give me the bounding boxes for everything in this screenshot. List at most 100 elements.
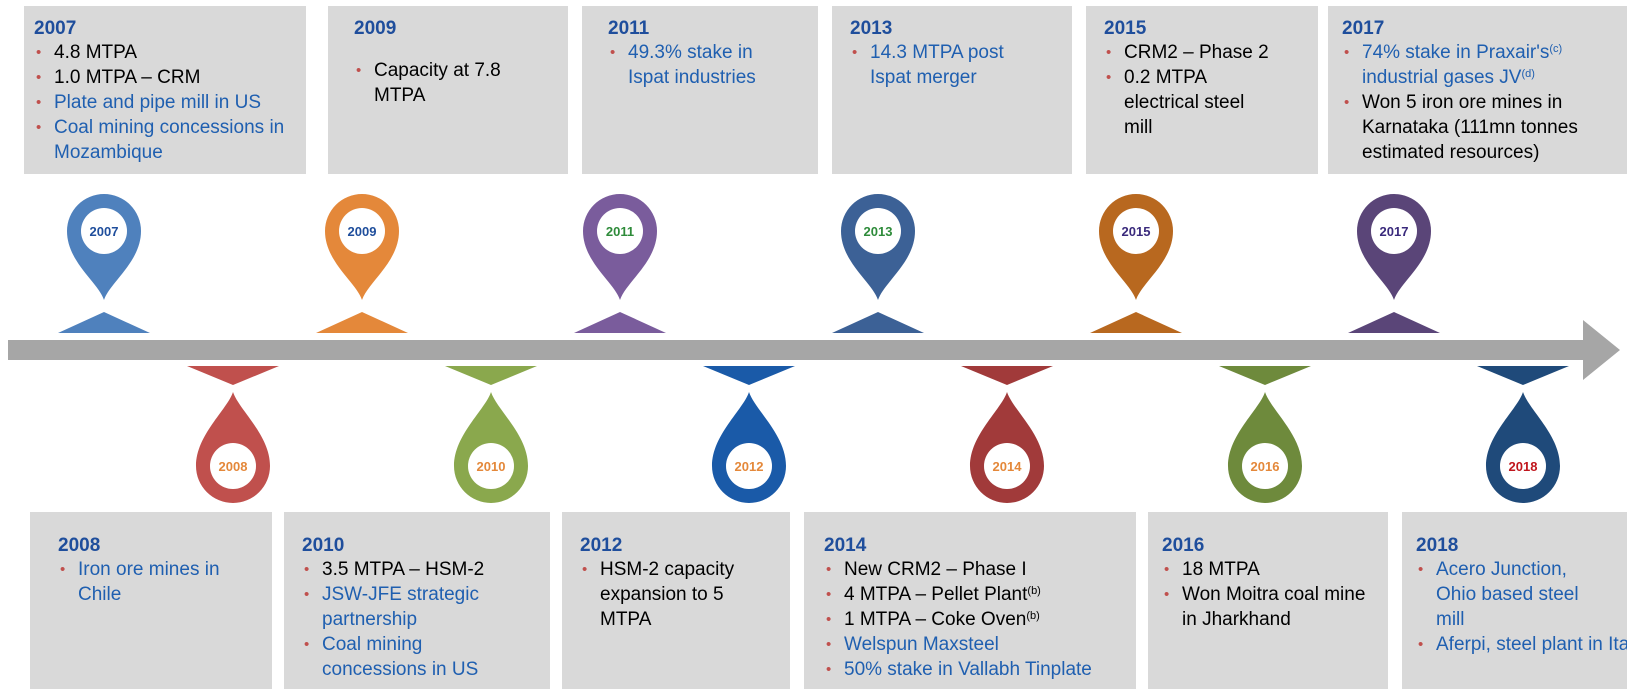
list-item: •Iron ore mines in Chile — [58, 557, 228, 607]
event-year: 2012 — [580, 535, 623, 556]
pin-base — [1219, 366, 1311, 385]
bullet-icon: • — [304, 636, 310, 653]
bullet-icon: • — [826, 586, 832, 603]
pin-year-label: 2016 — [1251, 459, 1280, 474]
pin-2010: 2010 — [445, 366, 537, 503]
event-list: •14.3 MTPA post Ispat merger — [850, 40, 1040, 90]
pin-2009: 2009 — [316, 194, 408, 333]
pin-2016: 2016 — [1219, 366, 1311, 503]
event-year: 2015 — [1104, 18, 1147, 39]
event-list: •3.5 MTPA – HSM-2 •JSW-JFE strategic par… — [302, 557, 532, 682]
pin-2013: 2013 — [832, 194, 924, 333]
event-year: 2009 — [354, 18, 397, 39]
item-text: Won Moitra coal mine in Jharkhand — [1182, 584, 1366, 630]
event-list: •CRM2 – Phase 2 • 0.2 MTPA electrical ste… — [1104, 40, 1289, 140]
bullet-icon: • — [582, 561, 588, 578]
item-text: 0.2 MTPA electrical steel mill — [1124, 67, 1245, 138]
pin-base — [574, 312, 666, 333]
item-text: 49.3% stake in Ispat industries — [628, 42, 756, 88]
item-text: Plate and pipe mill in US — [54, 92, 261, 113]
item-text: 4.8 MTPA — [54, 42, 138, 63]
footnote-marker: (b) — [1027, 585, 1041, 597]
pin-year-label: 2013 — [864, 224, 893, 239]
list-item: •JSW-JFE strategic partnership — [302, 582, 532, 632]
list-item: •Capacity at 7.8 MTPA — [354, 58, 534, 108]
list-item: •3.5 MTPA – HSM-2 — [302, 557, 532, 582]
footnote-marker: (d) — [1521, 68, 1535, 80]
bullet-icon: • — [1164, 561, 1170, 578]
event-list: • Acero Junction, Ohio based steel mill •… — [1416, 557, 1627, 657]
list-item: • New CRM2 – Phase I — [824, 557, 1134, 582]
pin-year-label: 2011 — [606, 224, 634, 239]
bullet-icon: • — [1418, 561, 1424, 578]
event-box-2017: 2017 •74% stake in Praxair's(c) industri… — [1328, 6, 1627, 174]
event-box-2007: 2007 •4.8 MTPA •1.0 MTPA – CRM •Plate an… — [24, 6, 306, 174]
pin-base — [961, 366, 1053, 385]
pin-center — [1371, 208, 1417, 254]
timeline-arrow — [8, 320, 1620, 380]
event-box-2016: 2016 • 18 MTPA • Won Moitra coal mine in J… — [1148, 512, 1388, 689]
event-list: •74% stake in Praxair's(c) industrial ga… — [1342, 40, 1622, 165]
bullet-icon: • — [60, 561, 66, 578]
bullet-icon: • — [826, 611, 832, 628]
item-text: Welspun Maxsteel — [844, 634, 999, 655]
item-text: JSW-JFE strategic partnership — [322, 584, 479, 630]
list-item: •Won 5 iron ore mines in Karnataka (111m… — [1342, 90, 1627, 165]
pin-center — [210, 443, 256, 489]
item-text: CRM2 – Phase 2 — [1124, 42, 1269, 63]
footnote-marker: (b) — [1026, 610, 1040, 622]
event-list: •New CRM2 – Phase I •4 MTPA – Pellet Pla… — [824, 557, 1134, 682]
list-item: • 49.3% stake in Ispat industries — [608, 40, 788, 90]
bullet-icon: • — [1164, 586, 1170, 603]
item-text: New CRM2 – Phase I — [844, 559, 1027, 580]
item-text: Acero Junction, Ohio based steel mill — [1436, 559, 1579, 630]
pin-base — [445, 366, 537, 385]
event-year: 2016 — [1162, 535, 1205, 556]
event-year: 2008 — [58, 535, 101, 556]
event-box-2015: 2015 •CRM2 – Phase 2 • 0.2 MTPA electrica… — [1086, 6, 1318, 174]
list-item: • 18 MTPA — [1162, 557, 1382, 582]
event-year: 2018 — [1416, 535, 1459, 556]
list-item: •Welspun Maxsteel — [824, 632, 1134, 657]
event-box-2018: 2018 • Acero Junction, Ohio based steel m… — [1402, 512, 1627, 689]
pin-year-label: 2009 — [348, 224, 377, 239]
item-text: Coal mining concessions in Mozambique — [54, 117, 285, 163]
pin-center — [855, 208, 901, 254]
event-box-2014: 2014 •New CRM2 – Phase I •4 MTPA – Pelle… — [804, 512, 1136, 689]
bullet-icon: • — [826, 661, 832, 678]
bullet-icon: • — [36, 94, 42, 111]
bullet-icon: • — [1106, 69, 1112, 86]
pin-center — [339, 208, 385, 254]
item-text-continued: industrial gases JV — [1362, 67, 1522, 88]
pin-2015: 2015 — [1090, 194, 1182, 333]
pin-base — [1477, 366, 1569, 385]
list-item: •4.8 MTPA — [34, 40, 304, 65]
list-item: •1.0 MTPA – CRM — [34, 65, 304, 90]
bullet-icon: • — [826, 561, 832, 578]
pin-year-label: 2014 — [993, 459, 1023, 474]
list-item: •Coal mining concessions in US — [302, 632, 512, 682]
bullet-icon: • — [36, 69, 42, 86]
event-box-2011: 2011 •49.3% stake in Ispat industries — [582, 6, 818, 174]
item-text: 14.3 MTPA post Ispat merger — [870, 42, 1004, 88]
footnote-marker: (c) — [1549, 43, 1563, 55]
list-item: •CRM2 – Phase 2 — [1104, 40, 1289, 65]
event-list: • HSM-2 capacity expansion to 5 MTPA — [580, 557, 770, 632]
item-text: 1 MTPA – Coke Oven — [844, 609, 1027, 630]
bullet-icon: • — [1344, 94, 1350, 111]
list-item: • 0.2 MTPA electrical steel mill — [1104, 65, 1274, 140]
event-list: •4.8 MTPA •1.0 MTPA – CRM •Plate and pip… — [34, 40, 304, 165]
item-text: 18 MTPA — [1182, 559, 1260, 580]
bullet-icon: • — [304, 561, 310, 578]
bullet-icon: • — [36, 119, 42, 136]
event-year: 2017 — [1342, 18, 1385, 39]
item-text: Aferpi, steel plant in Italy — [1436, 634, 1627, 655]
item-text: HSM-2 capacity expansion to 5 MTPA — [600, 559, 735, 630]
pin-base — [1348, 312, 1440, 333]
event-year: 2007 — [34, 18, 77, 39]
bullet-icon: • — [356, 62, 362, 79]
bullet-icon: • — [610, 44, 616, 61]
list-item: •Aferpi, steel plant in Italy — [1416, 632, 1627, 657]
pin-year-label: 2018 — [1509, 459, 1538, 474]
